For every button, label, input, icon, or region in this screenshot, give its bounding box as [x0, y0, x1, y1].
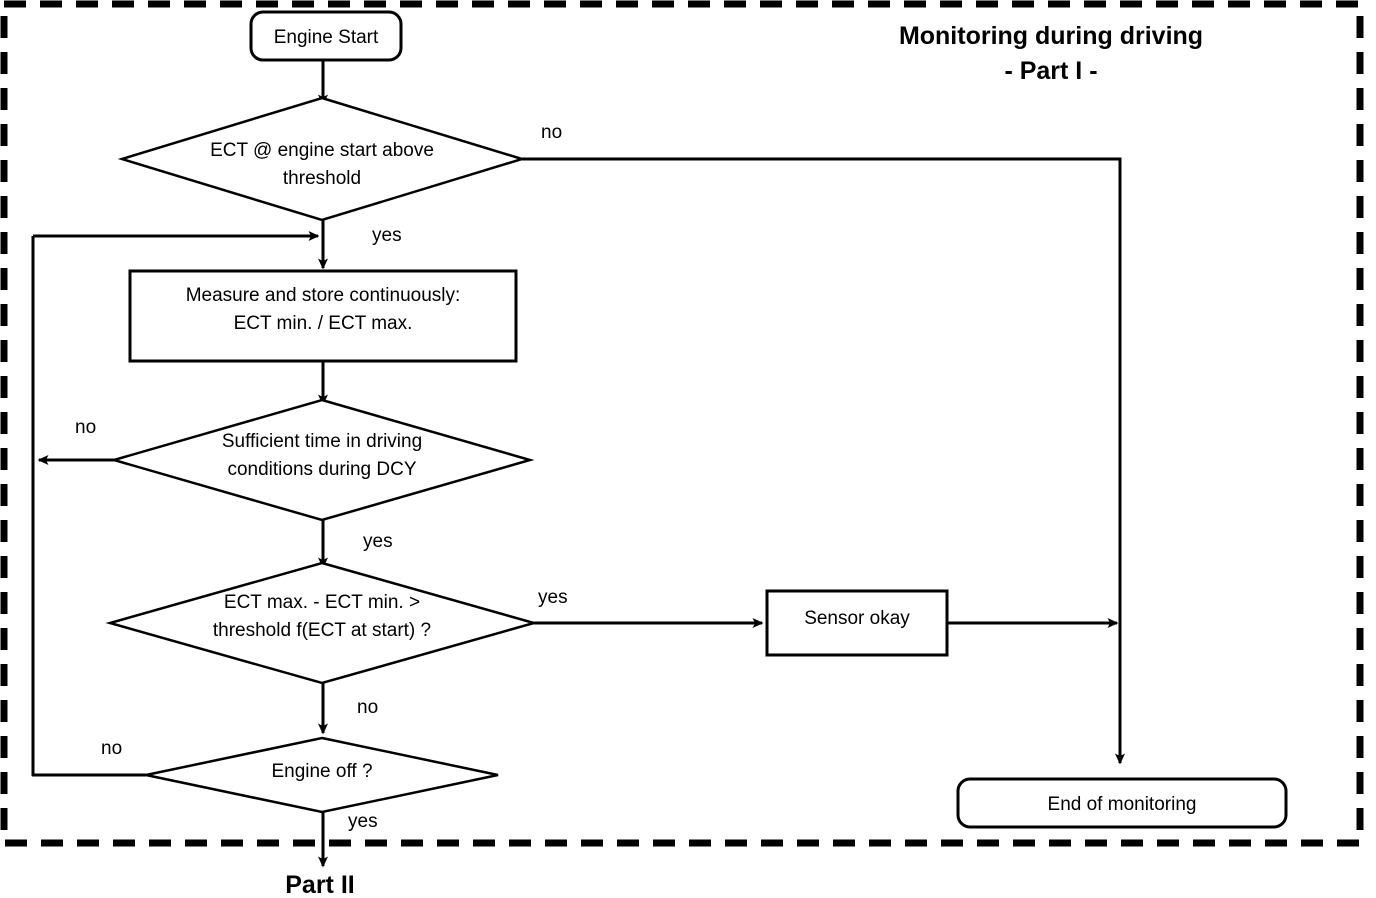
node-decision-threshold-line2: threshold f(ECT at start) ?	[213, 620, 431, 641]
node-end-of-monitoring-label: End of monitoring	[1048, 794, 1197, 815]
diagram-title-line2: - Part I -	[1004, 57, 1097, 85]
monitoring-boundary	[0, 0, 1364, 847]
node-decision-sufficient-time-line1: Sufficient time in driving	[222, 431, 422, 452]
node-decision-threshold-line1: ECT max. - ECT min. >	[224, 592, 420, 613]
node-decision-ect-start-line2: threshold	[283, 168, 361, 189]
edge-label-ect-start-no: no	[541, 122, 562, 143]
node-decision-sufficient-time-line2: conditions during DCY	[227, 459, 416, 480]
node-engine-start-label: Engine Start	[274, 27, 379, 48]
node-end-of-monitoring[interactable]	[956, 777, 1288, 829]
diagram-title-line1: Monitoring during driving	[899, 22, 1203, 50]
node-part-ii-label: Part II	[285, 871, 354, 898]
edge-label-threshold-no: no	[357, 697, 378, 718]
edge-label-threshold-yes: yes	[538, 587, 568, 608]
edge-ect-start-no	[522, 157, 1125, 765]
node-measure-store-line2: ECT min. / ECT max.	[234, 313, 413, 334]
edge-label-ect-start-yes: yes	[372, 225, 402, 246]
node-measure-store[interactable]	[128, 269, 518, 363]
edge-label-sufficient-time-no: no	[75, 417, 96, 438]
node-decision-engine-off-label: Engine off ?	[271, 761, 372, 782]
node-sensor-okay-label: Sensor okay	[804, 608, 910, 629]
node-engine-start[interactable]	[249, 10, 403, 62]
node-measure-store-line1: Measure and store continuously:	[186, 285, 461, 306]
node-decision-ect-start-line1: ECT @ engine start above	[210, 140, 434, 161]
edge-label-sufficient-time-yes: yes	[363, 531, 393, 552]
edge-label-engine-off-yes: yes	[348, 811, 378, 832]
edge-label-engine-off-no: no	[101, 738, 122, 759]
node-sensor-okay[interactable]	[765, 589, 949, 657]
